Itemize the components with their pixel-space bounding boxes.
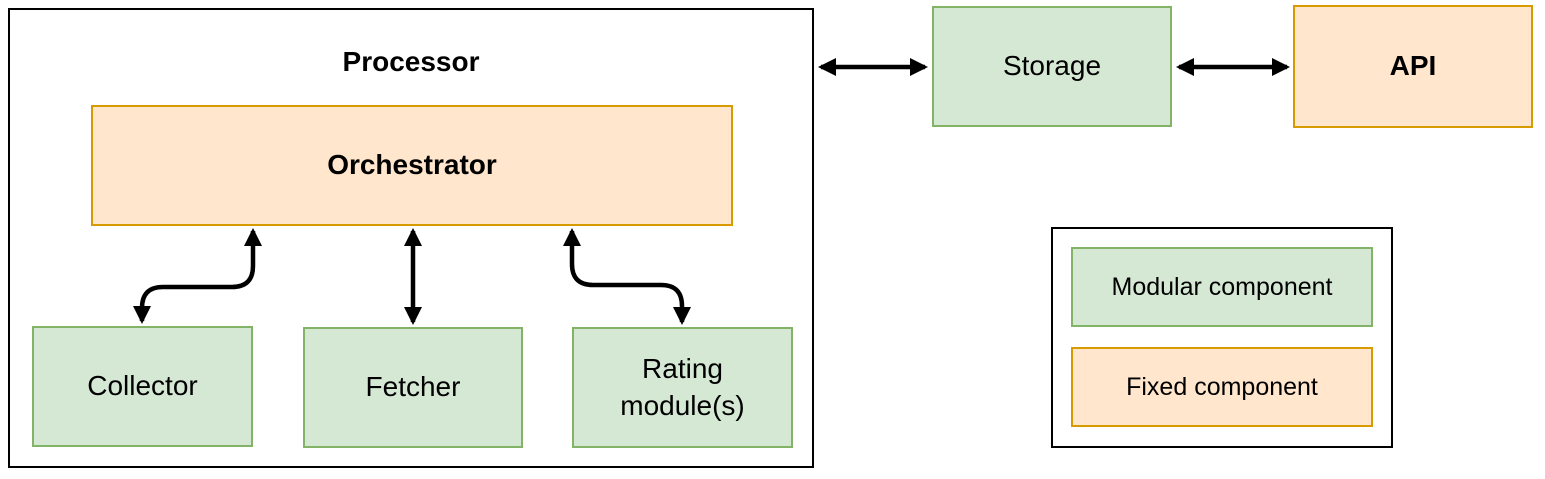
rating-modules-node: Rating module(s) [572,327,793,448]
storage-node: Storage [932,6,1172,127]
legend-fixed-label: Fixed component [1126,372,1318,401]
legend-modular-component: Modular component [1071,247,1373,327]
orchestrator-node: Orchestrator [91,105,733,226]
api-node: API [1293,5,1533,128]
collector-label: Collector [87,370,198,402]
fetcher-label: Fetcher [365,371,461,403]
orchestrator-label: Orchestrator [327,149,497,181]
legend: Modular component Fixed component [1051,227,1393,448]
legend-modular-label: Modular component [1111,272,1333,301]
legend-fixed-component: Fixed component [1071,347,1373,427]
fetcher-node: Fetcher [303,327,523,448]
api-label: API [1389,50,1437,82]
rating-modules-label: Rating module(s) [620,353,745,421]
processor-container: Processor Orchestrator Collector Fetcher… [8,8,814,468]
collector-node: Collector [32,326,253,447]
processor-title: Processor [342,46,480,77]
storage-label: Storage [1002,50,1102,82]
